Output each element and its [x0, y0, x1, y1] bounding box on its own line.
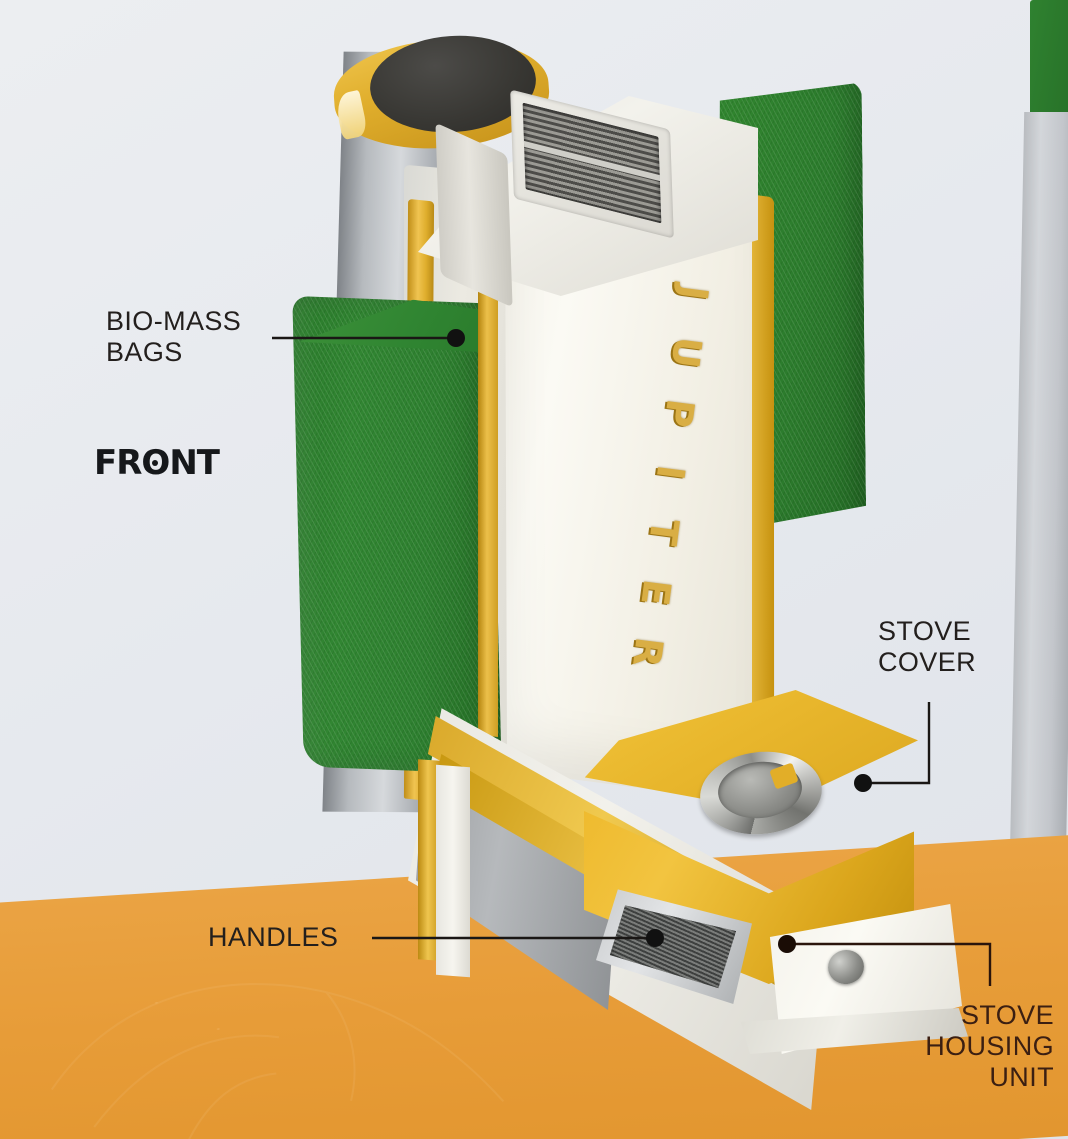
- riser-white-panel: [436, 764, 470, 978]
- biomass-bag-left: [292, 295, 502, 775]
- tower-gold-edge-right: [752, 194, 774, 718]
- brand-letter: U: [662, 334, 711, 370]
- brand-letter: I: [648, 462, 694, 482]
- brand-letter: P: [655, 396, 703, 429]
- brand-letter: T: [639, 516, 687, 547]
- bag-texture: [292, 295, 502, 775]
- brand-letter: E: [632, 576, 679, 607]
- brand-letter: R: [624, 634, 672, 669]
- ground-plane: [0, 832, 1068, 1139]
- brand-letter: J: [671, 283, 717, 302]
- ground-watermark: [0, 832, 1068, 1139]
